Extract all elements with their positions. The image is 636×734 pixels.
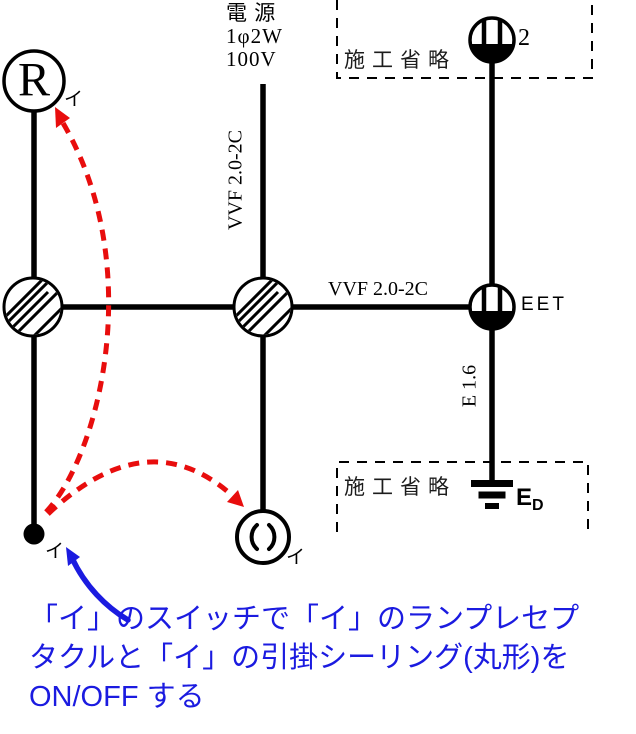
circuit-tag-switch: イ: [45, 541, 65, 562]
cable-label-vvf-vertical: VVF 2.0-2C: [224, 129, 247, 231]
arrow-caption-to-switch: [66, 547, 131, 623]
power-source-label: 電 源 1φ2W 100V: [226, 2, 283, 71]
earth-electrode-sub: D: [532, 497, 544, 514]
outlet-count-label: 2: [518, 25, 530, 51]
switch-icon: [23, 523, 45, 545]
caption-line-2: タクルと「イ」の引掛シーリング(丸形)を: [29, 642, 570, 674]
power-source-phase: 1φ2W: [226, 24, 283, 48]
circuit-tag-ceiling: イ: [286, 547, 306, 568]
omitted-label-bottom: 施工省略: [344, 475, 456, 499]
outlet-eet-icon: [468, 283, 516, 331]
earth-electrode-label: ED: [516, 484, 544, 515]
eet-label: EET: [521, 294, 567, 315]
caption-line-3: ON/OFF する: [29, 681, 205, 713]
cable-label-earth-wire: E 1.6: [458, 364, 481, 408]
power-source-voltage: 100V: [226, 47, 277, 71]
caption-line-1: 「イ」のスイッチで「イ」のランプレセプ: [29, 603, 580, 635]
lamp-receptacle-letter: R: [17, 53, 51, 107]
arrow-switch-to-lamp: [44, 107, 112, 514]
arrow-switch-to-ceiling: [46, 459, 244, 516]
outlet-double-icon: [468, 16, 516, 64]
power-source-title: 電 源: [226, 1, 277, 25]
lamp-receptacle-icon: [2, 49, 66, 113]
earth-electrode-main: E: [516, 484, 533, 511]
omitted-label-top: 施工省略: [344, 48, 456, 72]
caption-text: 「イ」のスイッチで「イ」のランプレセプ タクルと「イ」の引掛シーリング(丸形)を…: [29, 600, 579, 717]
omitted-section-box-top: [336, 0, 593, 79]
circuit-tag-receptacle: イ: [64, 89, 84, 110]
ceiling-rose-icon: [235, 509, 291, 565]
junction-box-right: [232, 276, 294, 338]
cable-label-vvf-horizontal: VVF 2.0-2C: [328, 278, 429, 300]
junction-box-left: [2, 276, 64, 338]
ground-symbol-icon: [471, 480, 513, 509]
